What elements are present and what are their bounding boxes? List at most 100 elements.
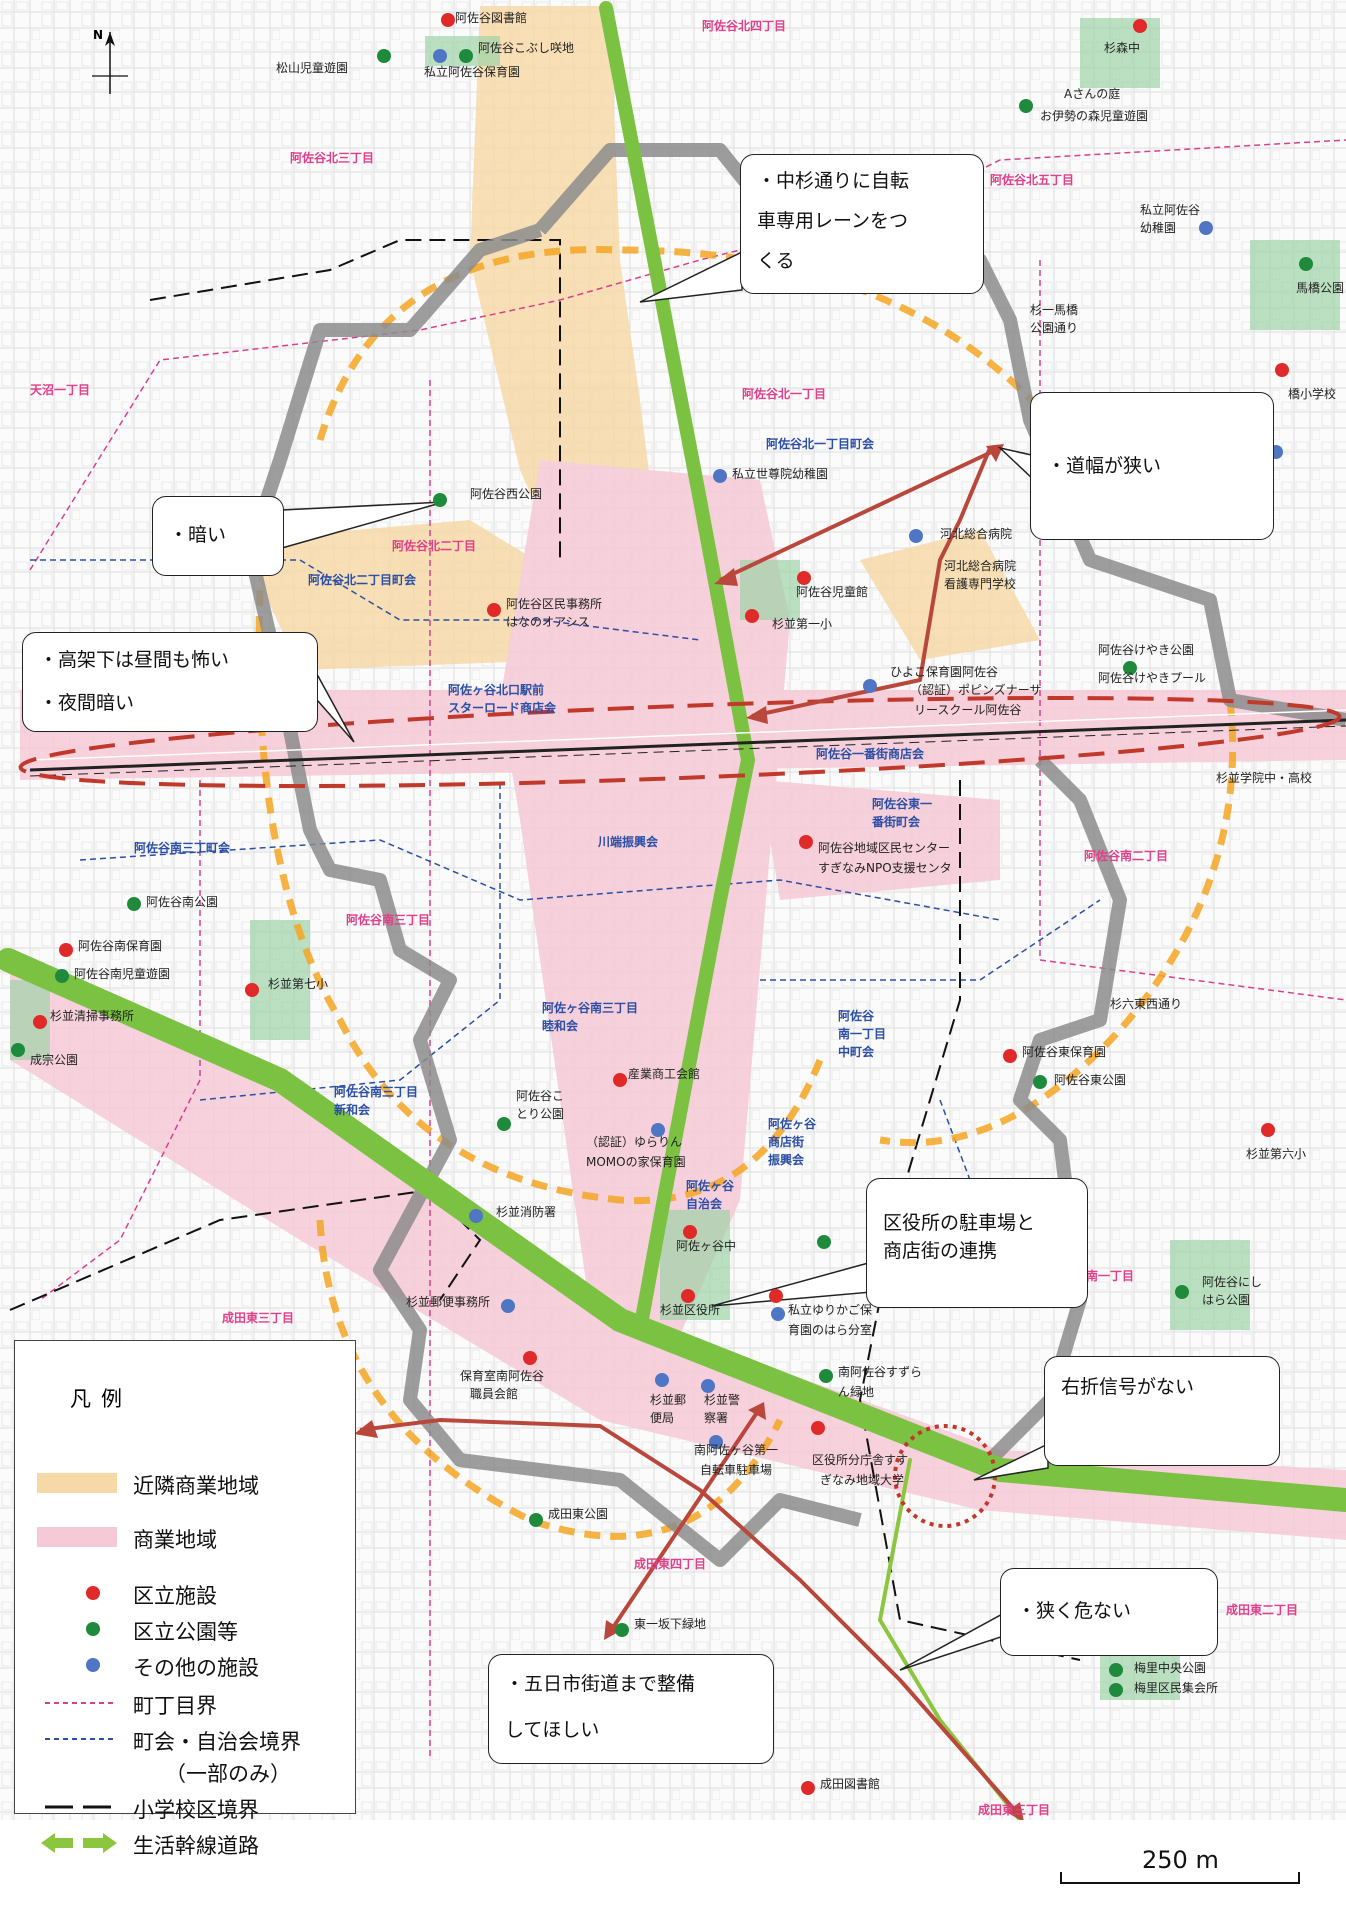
map-label: 察署 xyxy=(704,1411,729,1425)
map-label: 阿佐谷東保育園 xyxy=(1022,1045,1107,1059)
map-label: 南阿佐谷すずら xyxy=(838,1365,923,1379)
legend-item-label: 商業地域 xyxy=(133,1528,217,1552)
map-label: 阿佐谷一番街商店会 xyxy=(816,747,925,761)
map-label: 成田東三丁目 xyxy=(978,1803,1051,1817)
map-label: 商店街 xyxy=(768,1135,805,1149)
callout-narrow-road: ・道幅が狭い xyxy=(1030,392,1274,540)
callout-pointers xyxy=(281,250,1049,1671)
legend-item: 生活幹線道路 xyxy=(15,1827,355,1858)
legend-symbol-longdash xyxy=(45,1805,117,1809)
map-label: 私立ゆりかご保 xyxy=(788,1303,873,1317)
legend-item: その他の施設 xyxy=(15,1649,355,1680)
gray-boundary xyxy=(243,143,1346,1567)
map-label: 杉六東西通り xyxy=(1110,997,1183,1011)
neighborhood-commercial-area xyxy=(860,530,1040,660)
ome-kaido xyxy=(0,948,1346,1512)
map-label: 成田東四丁目 xyxy=(634,1557,707,1571)
map-label: 杉並第七小 xyxy=(268,977,329,991)
map-label: 杉並区役所 xyxy=(660,1303,721,1317)
scale-bar: 250 m xyxy=(1060,1846,1310,1896)
map-label: 梅里区民集会所 xyxy=(1134,1681,1219,1695)
scale-tick-right xyxy=(1298,1872,1300,1884)
map-label: 阿佐谷西公園 xyxy=(470,487,543,501)
map-label: はなのオアシス xyxy=(506,615,590,629)
map-label: 天沼一丁目 xyxy=(30,383,91,397)
map-label: 阿佐ヶ谷北口駅前 xyxy=(448,683,545,697)
map-label: 阿佐谷南二丁目 xyxy=(1084,849,1169,863)
map-label: 阿佐ヶ谷中 xyxy=(676,1239,737,1253)
neighborhood-commercial-area xyxy=(240,520,600,670)
legend-title: 凡例 xyxy=(70,1387,132,1411)
rail-line xyxy=(29,709,1346,777)
map-label: 杉並第六小 xyxy=(1246,1147,1307,1161)
map-label: 私立世尊院幼稚園 xyxy=(732,467,829,481)
callout-nakasugi-bike-lane: ・中杉通りに自転 車専用レーンをつ くる xyxy=(740,154,984,294)
legend-symbol-dash xyxy=(45,1738,117,1740)
map-label: 成田東三丁目 xyxy=(222,1311,295,1325)
nakasugi-dori xyxy=(599,1,756,1337)
map-label: 杉並清掃事務所 xyxy=(50,1009,135,1023)
map-label: 杉並郵便事務所 xyxy=(406,1295,491,1309)
legend-symbol-dot xyxy=(86,1622,100,1636)
map-label: 杉並消防署 xyxy=(496,1205,557,1219)
map-label: すぎなみNPO支援センタ xyxy=(818,861,952,875)
callout-dark: ・暗い xyxy=(152,496,284,576)
map-label: 職員会館 xyxy=(470,1387,519,1401)
callout-itsukaichi: ・五日市街道まで整備 してほしい xyxy=(488,1654,774,1764)
map-label: とり公園 xyxy=(516,1107,565,1121)
map-label: 自転車駐車場 xyxy=(700,1463,773,1477)
legend-item-label: 町会・自治会境界 xyxy=(133,1730,301,1754)
map-label: 松山児童遊園 xyxy=(276,61,349,75)
legend-item-label: 区立公園等 xyxy=(133,1620,238,1644)
map-label: 番街町会 xyxy=(872,815,921,829)
map-label: 南阿佐ヶ谷第一 xyxy=(694,1443,779,1457)
map-label: 阿佐ヶ谷 xyxy=(768,1117,817,1131)
map-label: （認証）ポピンズナーサ xyxy=(910,683,1042,697)
map-label: 阿佐谷南児童遊園 xyxy=(74,967,171,981)
legend-item: 商業地域 xyxy=(15,1521,355,1552)
map-label: 阿佐谷北一丁目町会 xyxy=(766,437,875,451)
map-label: 杉並学院中・高校 xyxy=(1216,771,1313,785)
map-label: はら公園 xyxy=(1202,1293,1251,1307)
map-label: 馬橋公園 xyxy=(1296,281,1345,295)
map-label: 育園のはら分室 xyxy=(788,1323,873,1337)
map-label: 杉並第一小 xyxy=(772,617,833,631)
map-label: 幼稚園 xyxy=(1140,221,1177,235)
legend-item-label: 生活幹線道路 xyxy=(133,1834,259,1858)
callout-right-turn: 右折信号がない xyxy=(1044,1356,1280,1466)
map-label: 成田東公園 xyxy=(548,1507,609,1521)
legend-item: 区立公園等 xyxy=(15,1613,355,1644)
map-label: 阿佐谷東一 xyxy=(872,797,933,811)
school-district-orange xyxy=(255,246,1237,1540)
map-label: 睦和会 xyxy=(542,1019,579,1033)
map-label: 阿佐谷こ xyxy=(516,1089,565,1103)
facility-dots xyxy=(11,13,1313,1795)
map-label: 公園通り xyxy=(1030,321,1079,335)
map-label: 成田図書館 xyxy=(820,1777,881,1791)
map-label: 中町会 xyxy=(838,1045,875,1059)
map-label: 阿佐谷北二丁目町会 xyxy=(308,573,417,587)
map-label: お伊勢の森児童遊園 xyxy=(1040,109,1149,123)
map-label: 阿佐谷 xyxy=(838,1009,875,1023)
legend-item-label: （一部のみ） xyxy=(165,1762,291,1786)
map-label: 私立阿佐谷保育園 xyxy=(424,65,521,79)
map-label: 阿佐谷こぶし咲地 xyxy=(478,41,575,55)
scale-tick-left xyxy=(1060,1872,1062,1884)
map-label: 河北総合病院 xyxy=(940,527,1013,541)
map-label: 自治会 xyxy=(686,1197,723,1211)
map-label: 阿佐谷南三丁目 xyxy=(334,1085,419,1099)
legend-item: 区立施設 xyxy=(15,1577,355,1608)
map-label: Aさんの庭 xyxy=(1064,87,1121,101)
legend-symbol-dash xyxy=(45,1702,117,1704)
map-label: 成田東二丁目 xyxy=(1226,1603,1299,1617)
map-label: 杉並郵 xyxy=(650,1393,687,1407)
map-label: ぎなみ地域大学 xyxy=(820,1473,905,1487)
map-label: 阿佐谷南三丁目 xyxy=(346,913,431,927)
map-label: （認証）ゆらりん xyxy=(586,1135,683,1149)
legend-symbol-dot xyxy=(86,1586,100,1600)
map-label: リースクール阿佐谷 xyxy=(914,703,1022,717)
map-label: 阿佐谷区民事務所 xyxy=(506,597,603,611)
callout-parking: 区役所の駐車場と 商店街の連携 xyxy=(866,1178,1088,1308)
map-label: 阿佐谷北五丁目 xyxy=(990,173,1075,187)
legend-item-label: 町丁目界 xyxy=(133,1694,217,1718)
